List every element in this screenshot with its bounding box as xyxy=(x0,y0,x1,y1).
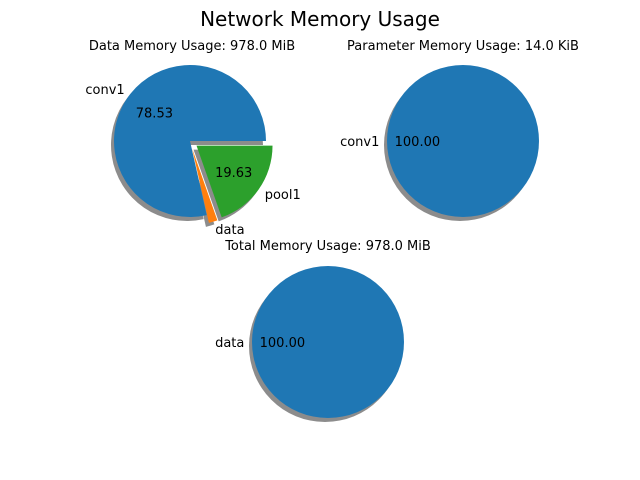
slice-percent-pool1: 19.63 xyxy=(215,166,252,181)
pie-slice-conv1 xyxy=(113,64,266,217)
pie-chart-data-memory: Data Memory Usage: 978.0 MiB conv1 78.53 d… xyxy=(85,39,300,238)
pie-slice-conv1 xyxy=(387,65,539,217)
slice-label-pool1: pool1 xyxy=(265,188,301,203)
figure-title: Network Memory Usage xyxy=(200,7,440,31)
slice-label-data: data xyxy=(215,223,244,238)
pie-chart-total-memory: Total Memory Usage: 978.0 MiB data 100.00 xyxy=(215,239,431,422)
slice-percent-conv1: 100.00 xyxy=(395,135,441,150)
chart-title-parameter-memory: Parameter Memory Usage: 14.0 KiB xyxy=(347,39,579,54)
pie-slice-data xyxy=(192,148,218,223)
slice-label-conv1: conv1 xyxy=(85,83,124,98)
slice-percent-data: 100.00 xyxy=(260,336,306,351)
pie-slice-data xyxy=(252,266,404,418)
chart-title-data-memory: Data Memory Usage: 978.0 MiB xyxy=(89,39,295,54)
slice-label-conv1: conv1 xyxy=(340,135,379,150)
slice-label-data: data xyxy=(215,336,244,351)
pie-chart-parameter-memory: Parameter Memory Usage: 14.0 KiB conv1 10… xyxy=(340,39,579,221)
chart-title-total-memory: Total Memory Usage: 978.0 MiB xyxy=(224,239,431,254)
slice-percent-conv1: 78.53 xyxy=(136,107,173,122)
pie-slice-pool1 xyxy=(196,145,273,218)
